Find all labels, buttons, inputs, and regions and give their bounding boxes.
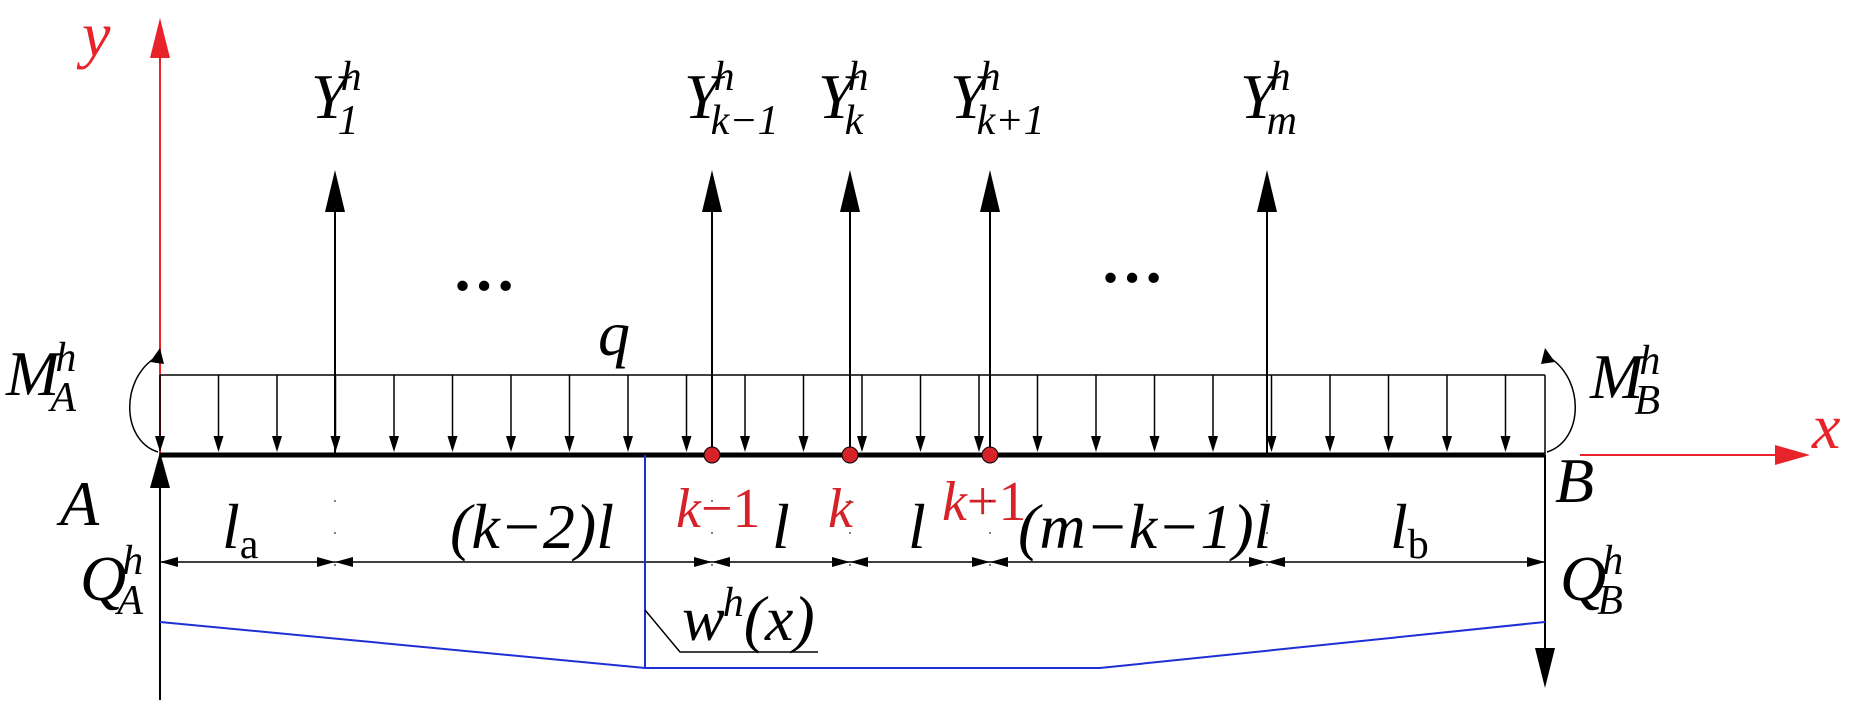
load-arrow	[213, 375, 224, 452]
load-arrow	[974, 375, 984, 452]
dim-label-l-2: l	[908, 491, 926, 562]
node-marker-k	[841, 446, 859, 464]
load-arrow	[1032, 375, 1043, 452]
load-arrow	[1266, 375, 1277, 452]
dimension-line	[159, 500, 1546, 572]
load-arrow	[798, 375, 809, 452]
x-axis-label: x	[1811, 391, 1840, 462]
deflection-label: wh(x)	[682, 580, 815, 654]
dim-label-k-minus-2: (k−2)l	[450, 491, 614, 562]
dim-label-lb: lb	[1390, 491, 1429, 568]
y-axis-label: y	[76, 0, 111, 70]
node-marker-k-plus-1	[981, 446, 999, 464]
load-arrow	[564, 375, 575, 452]
force-arrow-2	[702, 170, 722, 455]
load-arrow	[155, 375, 165, 452]
shear-b-arrow	[1535, 455, 1555, 688]
load-arrow	[915, 375, 926, 452]
load-arrow	[1383, 375, 1394, 452]
load-arrow	[447, 375, 458, 452]
load-arrow	[623, 375, 633, 452]
load-arrow	[681, 375, 692, 452]
node-markers	[703, 446, 999, 464]
ellipsis-left: …	[452, 233, 516, 304]
ellipsis-right: …	[1100, 225, 1164, 296]
dim-label-l-1: l	[772, 491, 790, 562]
moment-b-arrow	[1541, 348, 1576, 453]
load-arrow	[1325, 375, 1335, 452]
node-label-k: k	[828, 478, 854, 540]
load-arrow	[389, 375, 399, 452]
node-label-k-plus-1: k+1	[942, 471, 1026, 533]
node-marker-k-minus-1	[703, 446, 721, 464]
x-axis	[1580, 445, 1810, 465]
node-label-k-minus-1: k−1	[676, 478, 760, 540]
load-arrow	[1149, 375, 1160, 452]
force-arrow-1	[325, 170, 345, 455]
load-arrow	[506, 375, 516, 452]
load-arrow	[1091, 375, 1101, 452]
force-arrow-3	[840, 170, 860, 455]
load-arrow	[740, 375, 750, 452]
load-arrow	[1442, 375, 1452, 452]
dim-label-la: la	[222, 491, 259, 568]
moment-a-arrow	[129, 348, 164, 453]
end-label-b: B	[1555, 445, 1594, 516]
deflection-curve	[159, 455, 1546, 669]
load-label: q	[598, 298, 630, 369]
dim-label-m-k-1: (m−k−1)l	[1018, 491, 1271, 562]
support-a	[150, 452, 170, 700]
load-arrow	[272, 375, 282, 452]
load-arrow	[1208, 375, 1218, 452]
load-arrows	[155, 375, 1511, 452]
load-arrow	[857, 375, 867, 452]
load-arrow	[1500, 375, 1511, 452]
end-label-a: A	[56, 468, 100, 539]
force-arrow-4	[980, 170, 1000, 455]
force-arrow-5	[1257, 170, 1277, 455]
